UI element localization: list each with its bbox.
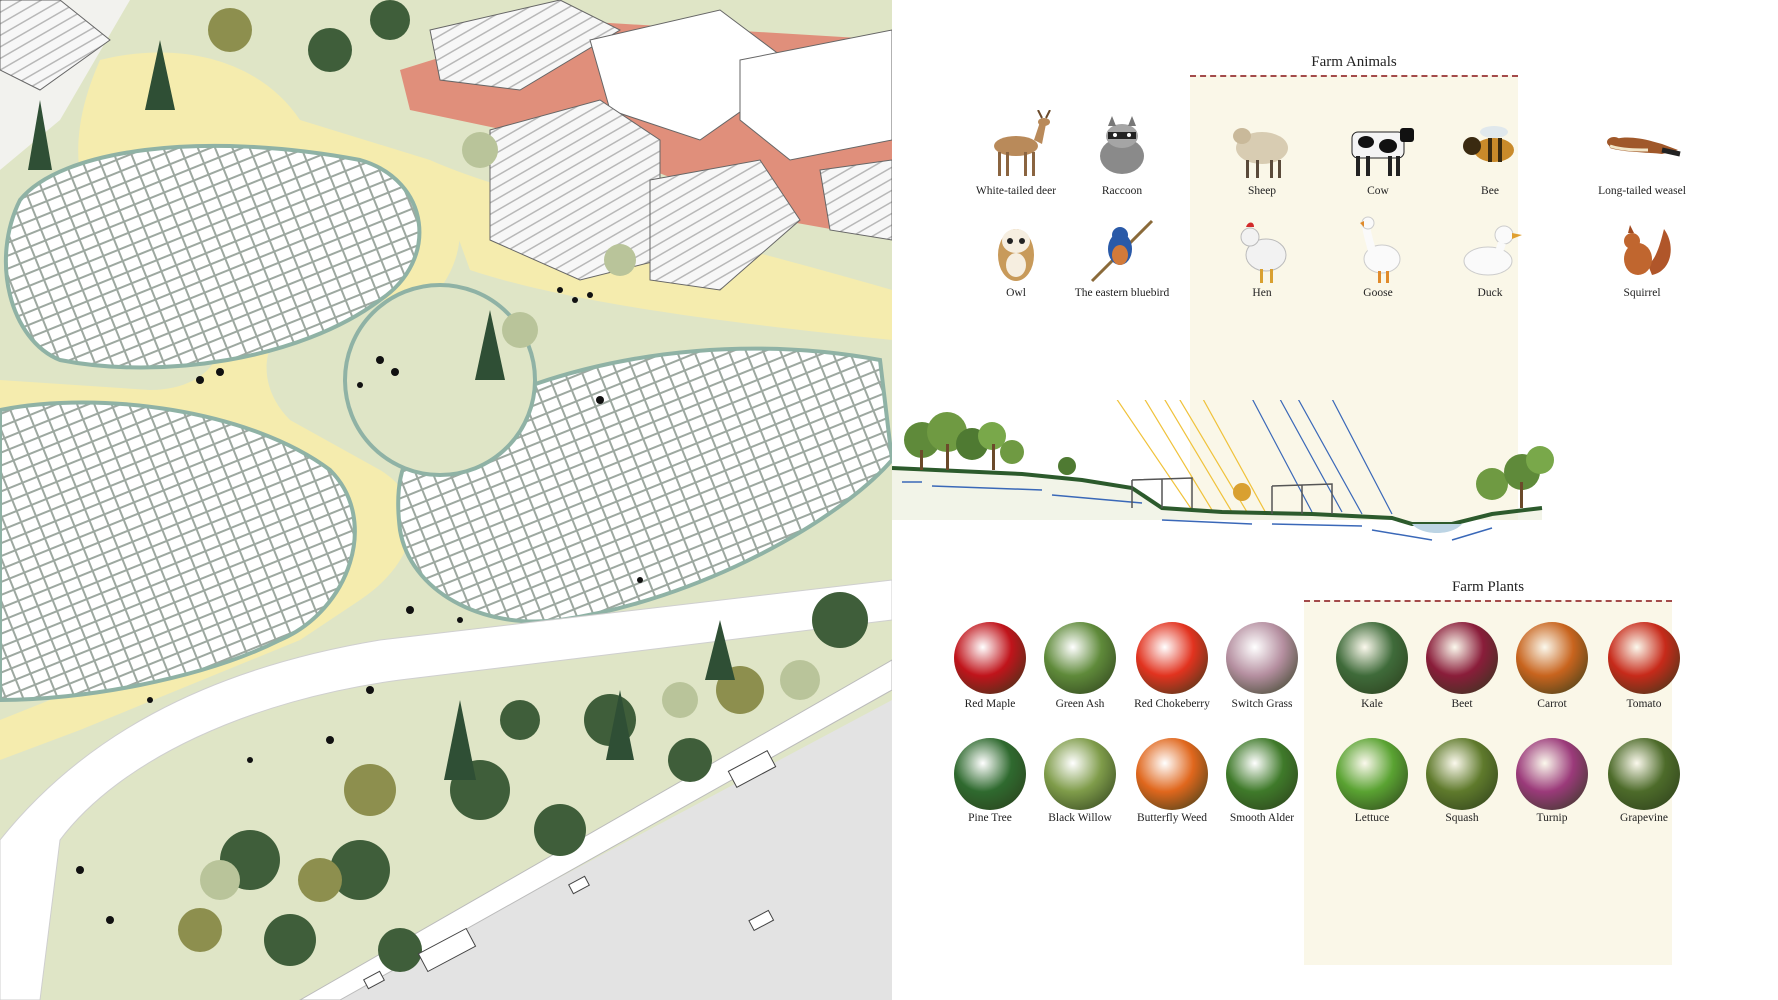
- bluebird-icon: [1090, 219, 1154, 283]
- plant-photo: [1336, 738, 1408, 810]
- plant-label: Squash: [1445, 812, 1479, 824]
- animal-label: The eastern bluebird: [1074, 287, 1170, 299]
- sky-rays: [1252, 400, 1393, 515]
- plant-photo: [1226, 622, 1298, 694]
- plant-label: Smooth Alder: [1229, 812, 1295, 824]
- animal-label: White-tailed deer: [975, 185, 1057, 197]
- sheep-icon: [1233, 128, 1288, 178]
- animal-label: Bee: [1481, 185, 1499, 197]
- trees-right: [1233, 446, 1554, 508]
- plant-photo: [954, 622, 1026, 694]
- plant-photo: [1426, 738, 1498, 810]
- squirrel-icon: [1624, 225, 1671, 275]
- plant-label: Turnip: [1536, 812, 1568, 824]
- plant-label: Red Chokeberry: [1134, 698, 1210, 710]
- plant-label: Pine Tree: [968, 812, 1012, 824]
- plant-photo: [1044, 622, 1116, 694]
- plant-label: Tomato: [1626, 698, 1662, 710]
- aerial-site-plan: [0, 0, 892, 1000]
- trees-left: [904, 412, 1076, 475]
- animal-label: Raccoon: [1101, 185, 1143, 197]
- farm-plants-title: Farm Plants: [1451, 579, 1525, 595]
- plant-photo: [1336, 622, 1408, 694]
- farm-plants-divider: [1304, 600, 1672, 602]
- bee-icon: [1463, 126, 1514, 162]
- weasel-icon: [1607, 137, 1681, 157]
- animal-label: Hen: [1252, 287, 1272, 299]
- plant-photo: [1136, 738, 1208, 810]
- plant-label: Lettuce: [1354, 812, 1390, 824]
- animal-label: Cow: [1367, 185, 1389, 197]
- plant-label: Kale: [1361, 698, 1383, 710]
- round-pasture: [343, 283, 537, 477]
- goose-icon: [1360, 216, 1401, 283]
- plant-photo: [1044, 738, 1116, 810]
- deer-icon: [994, 110, 1051, 176]
- owl-icon: [998, 229, 1034, 281]
- raccoon-icon: [1100, 116, 1144, 174]
- plant-label: Black Willow: [1048, 812, 1112, 824]
- sunlight-rays: [1116, 400, 1268, 516]
- plant-photo: [1136, 622, 1208, 694]
- farm-animals-divider: [1190, 75, 1518, 77]
- plant-label: Grapevine: [1620, 812, 1668, 824]
- farm-animals-title: Farm Animals: [1311, 54, 1397, 70]
- animal-label: Sheep: [1247, 185, 1277, 197]
- water-flow: [902, 481, 1493, 541]
- plant-label: Beet: [1451, 698, 1473, 710]
- plant-label: Switch Grass: [1231, 698, 1293, 710]
- plant-label: Red Maple: [964, 698, 1016, 710]
- grazing-animals: [76, 287, 643, 924]
- plant-photo: [1516, 622, 1588, 694]
- legend-panel: Farm Animals White-t: [892, 0, 1778, 1000]
- cow-icon: [1351, 128, 1414, 176]
- animal-label: Goose: [1363, 287, 1393, 299]
- animal-label: Long-tailed weasel: [1598, 185, 1686, 197]
- plant-photo: [954, 738, 1026, 810]
- solar-field-2: [0, 400, 357, 703]
- pond: [1412, 524, 1462, 533]
- animal-label: Squirrel: [1623, 287, 1661, 299]
- landscape-cross-section: [892, 400, 1554, 541]
- duck-icon: [1463, 225, 1522, 276]
- animal-label: Duck: [1477, 287, 1503, 299]
- plant-label: Green Ash: [1055, 698, 1105, 710]
- plant-photo: [1426, 622, 1498, 694]
- solar-structures: [1131, 477, 1333, 514]
- plant-label: Carrot: [1537, 698, 1567, 710]
- plant-photo: [1608, 622, 1680, 694]
- solar-field-1: [3, 143, 422, 370]
- plant-photo: [1226, 738, 1298, 810]
- hen-icon: [1240, 222, 1287, 283]
- plant-photo: [1516, 738, 1588, 810]
- plant-photo: [1608, 738, 1680, 810]
- ground-line: [892, 466, 1543, 526]
- animal-label: Owl: [1006, 287, 1026, 299]
- plant-label: Butterfly Weed: [1136, 812, 1208, 824]
